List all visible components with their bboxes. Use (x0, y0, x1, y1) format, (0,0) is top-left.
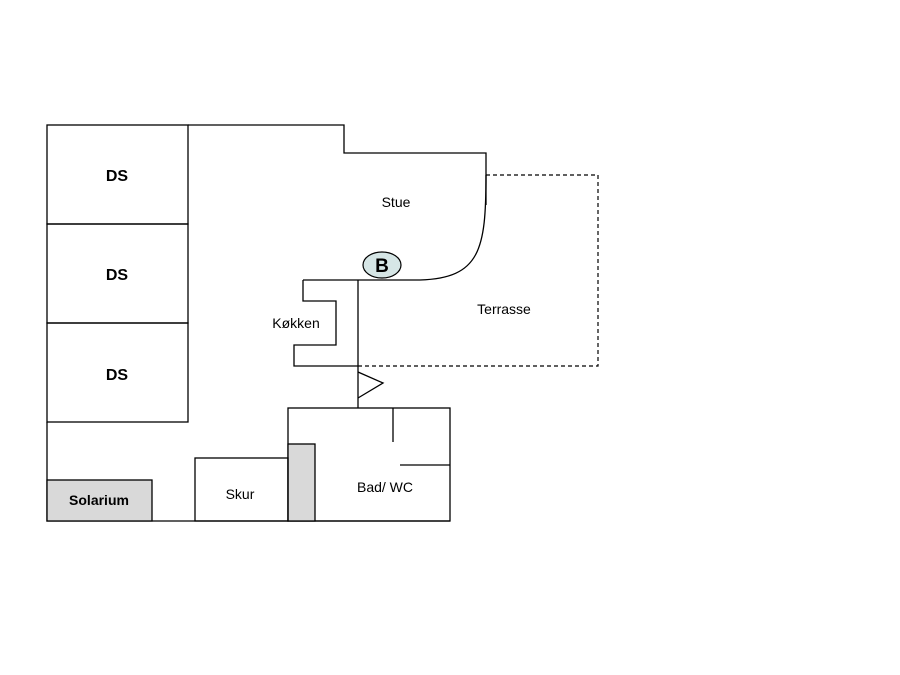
utility-strip (287, 443, 316, 522)
kitchen-counter (293, 280, 358, 367)
label-bad-wc: Bad/ WC (357, 479, 413, 495)
label-marker-b: B (375, 256, 389, 277)
room-skur (194, 457, 289, 522)
room-ds-3 (46, 322, 189, 423)
label-ds-1: DS (106, 168, 129, 185)
outer-wall-top (188, 124, 487, 205)
label-ds-2: DS (106, 267, 129, 284)
label-solarium: Solarium (69, 492, 129, 508)
label-stue: Stue (382, 194, 411, 210)
label-kokken: Køkken (272, 315, 319, 331)
label-terrasse: Terrasse (477, 301, 531, 317)
terrace-outline (358, 174, 599, 367)
door-swing-icon (357, 371, 385, 399)
label-skur: Skur (226, 486, 255, 502)
curved-wall-stue (303, 174, 487, 281)
marker-b-icon (362, 251, 402, 279)
room-solarium (46, 479, 153, 522)
label-ds-3: DS (106, 367, 129, 384)
